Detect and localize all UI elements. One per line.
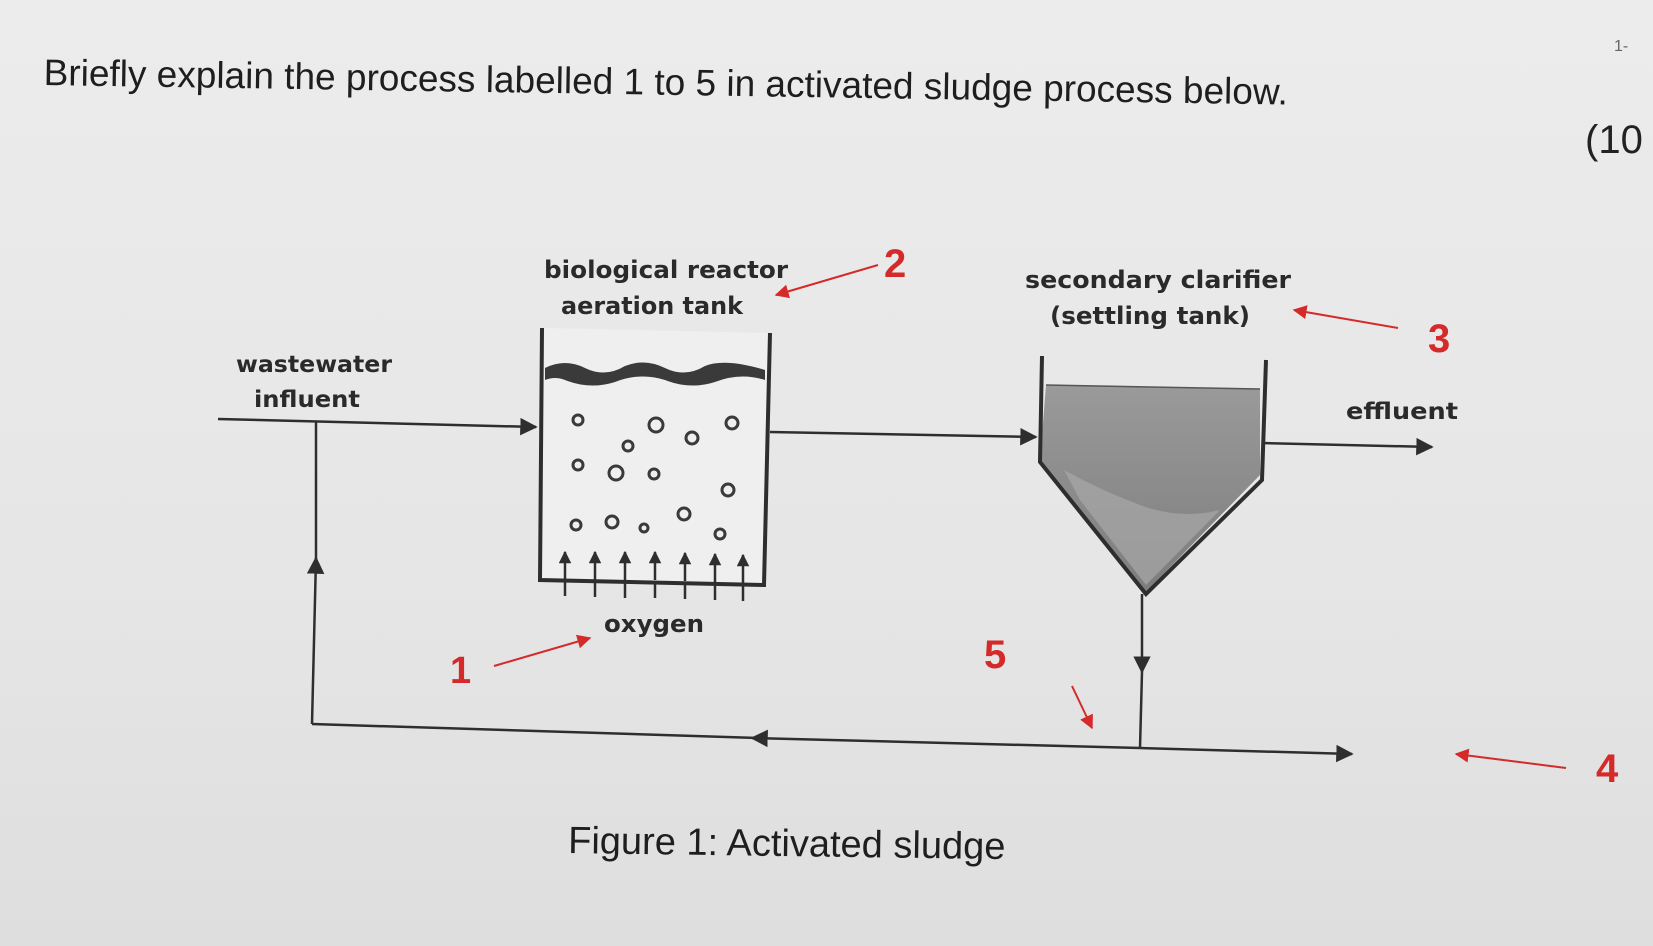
marker-4: 4 — [1596, 747, 1619, 791]
waste-sludge-line — [1139, 744, 1354, 763]
marker-5: 5 — [984, 633, 1006, 677]
clarifier-label-line1: secondary clarifier — [1025, 266, 1291, 294]
figure-caption: Figure 1: Activated sludge — [568, 820, 1006, 868]
marker-2-group: 2 — [774, 242, 906, 299]
influent-label-line1: wastewater — [236, 352, 393, 378]
influent-line — [217, 417, 538, 436]
marks-label: (10 — [1585, 118, 1643, 162]
influent-label-line2: influent — [254, 387, 360, 413]
marker-3: 3 — [1428, 317, 1450, 361]
marker-4-group: 4 — [1454, 747, 1619, 791]
marker-1: 1 — [450, 650, 471, 692]
effluent-line — [1261, 437, 1434, 456]
effluent-label: effluent — [1346, 399, 1458, 425]
marker-3-group: 3 — [1292, 305, 1450, 361]
reactor-to-clarifier-line — [769, 427, 1038, 446]
marker-2: 2 — [884, 242, 906, 286]
aeration-tank — [537, 327, 772, 601]
return-sludge-riser — [306, 556, 325, 725]
oxygen-label: oxygen — [604, 610, 704, 638]
return-sludge-line — [750, 729, 1141, 750]
corner-mark: 1- — [1614, 38, 1629, 55]
marker-1-group: 1 — [450, 634, 592, 692]
marker-5-group: 5 — [984, 633, 1093, 730]
reactor-label-line2: aeration tank — [561, 292, 744, 320]
underflow-line-lower — [1138, 671, 1144, 749]
secondary-clarifier — [1037, 355, 1268, 597]
reactor-label-line1: biological reactor — [544, 256, 788, 284]
return-sludge-line-bottom — [311, 722, 759, 740]
clarifier-label-line2: (settling tank) — [1050, 302, 1250, 330]
